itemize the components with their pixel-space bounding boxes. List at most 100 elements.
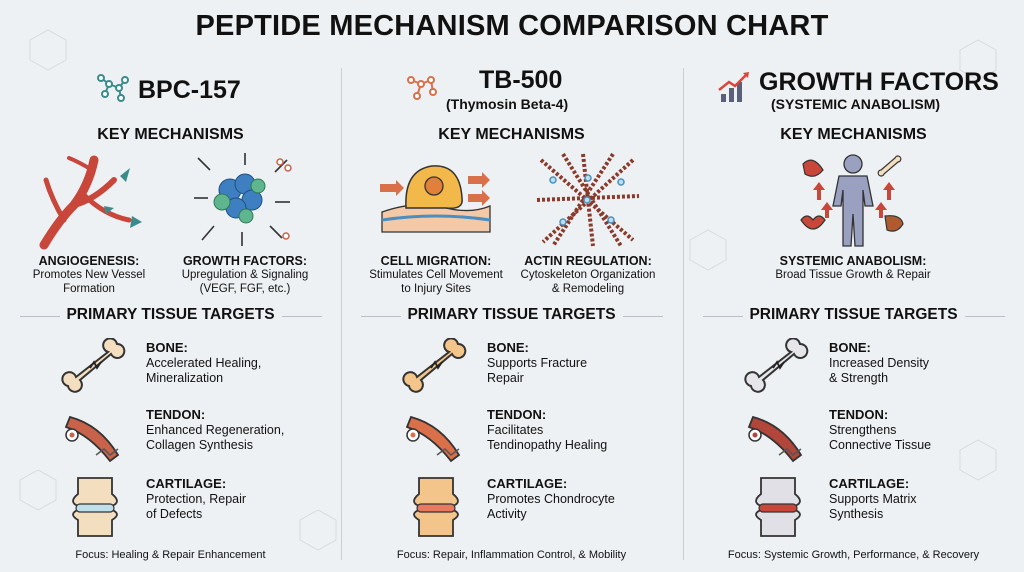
column-divider: [683, 68, 684, 560]
divider-line: [361, 316, 401, 317]
target-title: BONE:: [829, 340, 871, 355]
target-desc-line: Accelerated Healing,: [146, 356, 262, 370]
target-desc-line: Synthesis: [829, 507, 884, 521]
column-subtitle: (SYSTEMIC ANABOLISM): [771, 96, 941, 112]
mechanism-description: Broad Tissue Growth & Repair: [775, 269, 931, 281]
target-title: CARTILAGE:: [487, 476, 568, 491]
targets-heading: PRIMARY TISSUE TARGETS: [66, 306, 275, 323]
target-description: Accelerated Healing,Mineralization: [146, 356, 261, 386]
actin-network-icon: [536, 152, 640, 248]
column-header: GROWTH FACTORS (SYSTEMIC ANABOLISM): [683, 62, 1024, 112]
column-title: TB-500: [479, 66, 563, 94]
mechanism-description: Formation: [63, 283, 115, 295]
mechanism-description: & Remodeling: [551, 283, 625, 295]
target-bone: BONE: Accelerated Healing,Mineralization: [60, 338, 330, 408]
growth-factor-icon: [194, 153, 292, 246]
cartilage-icon: [755, 477, 801, 537]
targets-heading-row: PRIMARY TISSUE TARGETS: [683, 306, 1024, 326]
target-desc-line: Increased Density: [829, 356, 930, 370]
tendon-icon: [64, 415, 120, 463]
target-desc-line: Promotes Chondrocyte: [487, 492, 615, 506]
target-title: CARTILAGE:: [146, 476, 227, 491]
column-subtitle: (Thymosin Beta-4): [446, 96, 569, 112]
column-title: GROWTH FACTORS: [759, 68, 999, 96]
mechanism-description: Upregulation & Signaling: [181, 269, 309, 281]
targets-heading-row: PRIMARY TISSUE TARGETS: [0, 306, 341, 326]
column-growth-factors: GROWTH FACTORS (SYSTEMIC ANABOLISM) KEY …: [683, 62, 1024, 572]
target-desc-line: Tendinopathy Healing: [487, 438, 608, 452]
body-anabolism-icon: [800, 154, 904, 247]
target-desc-line: Facilitates: [487, 423, 544, 437]
targets-heading: PRIMARY TISSUE TARGETS: [749, 306, 958, 323]
mechanism-angiogenesis: ANGIOGENESIS: Promotes New Vessel Format…: [14, 150, 164, 296]
target-desc-line: Protection, Repair: [146, 492, 247, 506]
mechanisms-heading: KEY MECHANISMS: [438, 126, 585, 143]
bone-icon: [402, 338, 467, 393]
mechanisms-heading: KEY MECHANISMS: [780, 126, 927, 143]
mechanism-title: CELL MIGRATION:: [380, 254, 492, 268]
tendon-icon: [747, 415, 803, 463]
target-desc-line: Activity: [487, 507, 527, 521]
divider-line: [20, 316, 60, 317]
focus-note: Focus: Systemic Growth, Performance, & R…: [727, 549, 980, 561]
cartilage-icon: [72, 477, 118, 537]
target-title: CARTILAGE:: [829, 476, 910, 491]
target-description: Increased Density& Strength: [829, 356, 929, 386]
mechanism-growth-factors: GROWTH FACTORS: Upregulation & Signaling…: [170, 150, 320, 296]
mechanism-title: ANGIOGENESIS:: [38, 254, 140, 268]
mechanism-description: (VEGF, FGF, etc.): [199, 283, 291, 295]
target-desc-line: Enhanced Regeneration,: [146, 423, 285, 437]
column-header: BPC-157: [0, 62, 341, 110]
column-tb-500: TB-500 (Thymosin Beta-4) KEY MECHANISMS …: [341, 62, 682, 572]
target-bone: BONE: Increased Density& Strength: [743, 338, 1013, 408]
divider-line: [703, 316, 743, 317]
blood-vessel-icon: [39, 155, 142, 250]
targets-heading-row: PRIMARY TISSUE TARGETS: [341, 306, 682, 326]
focus-note: Focus: Healing & Repair Enhancement: [75, 549, 266, 561]
mechanism-description: Promotes New Vessel: [32, 269, 146, 281]
divider-line: [282, 316, 322, 317]
mechanism-description: to Injury Sites: [401, 283, 471, 295]
mechanism-title: ACTIN REGULATION:: [524, 254, 652, 268]
target-desc-line: Collagen Synthesis: [146, 438, 254, 452]
target-desc-line: Supports Fracture: [487, 356, 588, 370]
molecule-icon: [407, 76, 437, 100]
target-desc-line: Connective Tissue: [829, 438, 932, 452]
target-title: TENDON:: [487, 407, 547, 422]
column-divider: [341, 68, 342, 560]
target-description: Enhanced Regeneration,Collagen Synthesis: [146, 423, 284, 453]
page-title: PEPTIDE MECHANISM COMPARISON CHART: [195, 10, 829, 42]
target-desc-line: Repair: [487, 371, 524, 385]
target-title: BONE:: [487, 340, 529, 355]
target-title: TENDON:: [146, 407, 206, 422]
target-desc-line: of Defects: [146, 507, 203, 521]
target-title: TENDON:: [829, 407, 889, 422]
mechanism-description: Stimulates Cell Movement: [369, 269, 503, 281]
cell-migration-icon: [380, 165, 491, 233]
column-title: BPC-157: [138, 76, 241, 104]
mechanism-description: Cytoskeleton Organization: [520, 269, 656, 281]
column-bpc-157: BPC-157 KEY MECHANISMS ANGIOGENESIS: Pro…: [0, 62, 341, 572]
target-desc-line: Mineralization: [146, 371, 224, 385]
divider-line: [623, 316, 663, 317]
molecule-icon: [97, 74, 129, 102]
bone-icon: [744, 338, 809, 393]
mechanism-title: GROWTH FACTORS:: [182, 254, 308, 268]
mechanism-actin-regulation: ACTIN REGULATION: Cytoskeleton Organizat…: [513, 150, 663, 296]
divider-line: [965, 316, 1005, 317]
mechanism-systemic-anabolism: SYSTEMIC ANABOLISM: Broad Tissue Growth …: [703, 150, 1003, 282]
tendon-icon: [405, 415, 461, 463]
target-title: BONE:: [146, 340, 188, 355]
mechanisms-heading: KEY MECHANISMS: [97, 126, 244, 143]
target-tendon: TENDON: Enhanced Regeneration,Collagen S…: [60, 405, 330, 475]
target-desc-line: Strengthens: [829, 423, 897, 437]
target-desc-line: Supports Matrix: [829, 492, 917, 506]
